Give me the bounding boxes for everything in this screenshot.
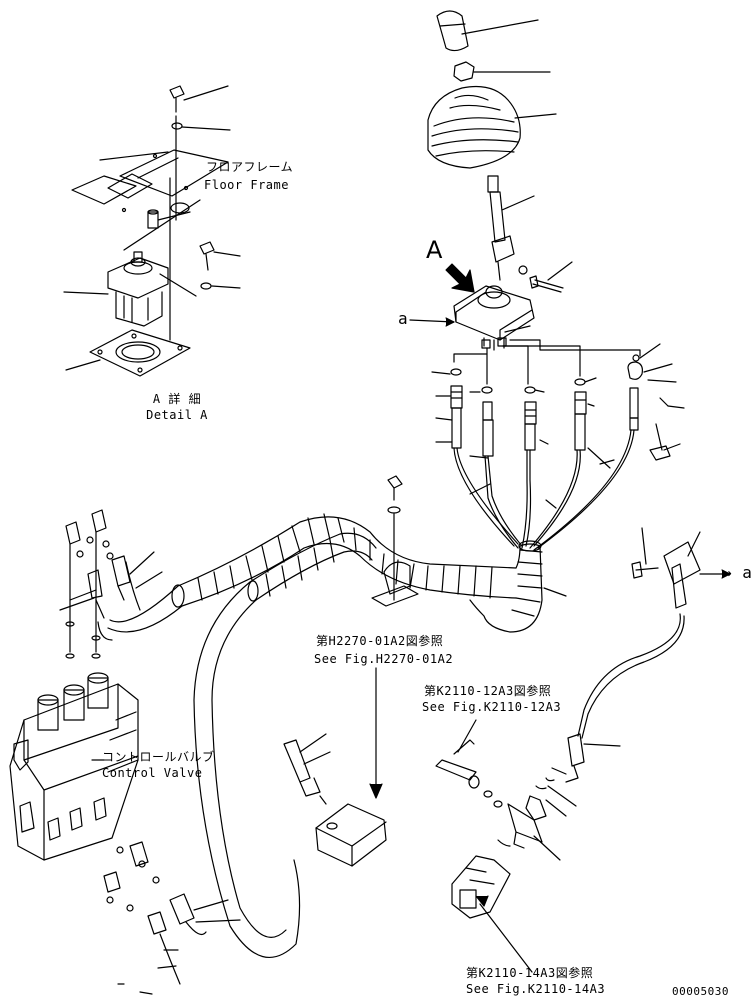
detail-a-label-en: Detail A [146, 408, 208, 422]
ref-h2270-en: See Fig.H2270-01A2 [314, 652, 454, 666]
drawing-number: 00005030 [672, 985, 729, 998]
ref-k2110-14-jp: 第K2110-14A3図参照 [466, 966, 594, 980]
hose-fittings-left [59, 551, 163, 641]
ref-k2110-12-en: See Fig.K2110-12A3 [422, 700, 562, 714]
lever-boot [427, 85, 557, 169]
lever-knob [436, 10, 539, 52]
bundle-clamp [371, 475, 419, 607]
view-a-label: A [426, 236, 443, 264]
detail-a-bolt-top [169, 85, 231, 341]
hose-bundle-elbow [469, 540, 567, 633]
detail-a-label-jp: A 詳 細 [152, 392, 202, 406]
ref-h2270-jp: 第H2270-01A2図参照 [316, 634, 444, 648]
solenoid-block [283, 667, 387, 867]
detail-a-floor-frame [71, 149, 229, 251]
hose-bundle-lower [247, 532, 377, 602]
lever-pin [518, 261, 573, 293]
valve-top-fittings [65, 509, 114, 659]
ref-k2110-14-en: See Fig.K2110-14A3 [466, 982, 606, 996]
right-upper-hose [577, 527, 731, 739]
pilot-hoses [435, 407, 639, 551]
mark-a-left: a [398, 309, 409, 328]
lever-nut [453, 61, 551, 82]
floor-frame-label-en: Floor Frame [204, 178, 289, 192]
control-valve-label-en: Control Valve [102, 766, 203, 780]
hose-bundle-upper [171, 513, 517, 608]
detail-a-side-bolt [199, 241, 241, 290]
right-lower-fittings [497, 733, 621, 861]
view-a-arrow [445, 263, 475, 293]
control-valve-body [9, 672, 139, 861]
pilot-port-lines [453, 339, 641, 385]
hose-loops [107, 581, 301, 959]
right-valve-bottom [451, 855, 533, 973]
control-valve-label-jp: コントロールバルブ [102, 750, 215, 764]
lever-shaft [487, 175, 535, 281]
mark-a-right: → a [722, 563, 753, 582]
ref-k2110-12-jp: 第K2110-12A3図参照 [424, 684, 552, 698]
pilot-fittings [431, 343, 685, 461]
valve-lower-fittings [103, 841, 241, 995]
floor-frame-label-jp: フロアフレーム [206, 160, 294, 174]
detail-a-plate [65, 329, 191, 377]
right-tee-fitting [435, 719, 503, 808]
detail-a-pilot-valve [63, 251, 197, 327]
